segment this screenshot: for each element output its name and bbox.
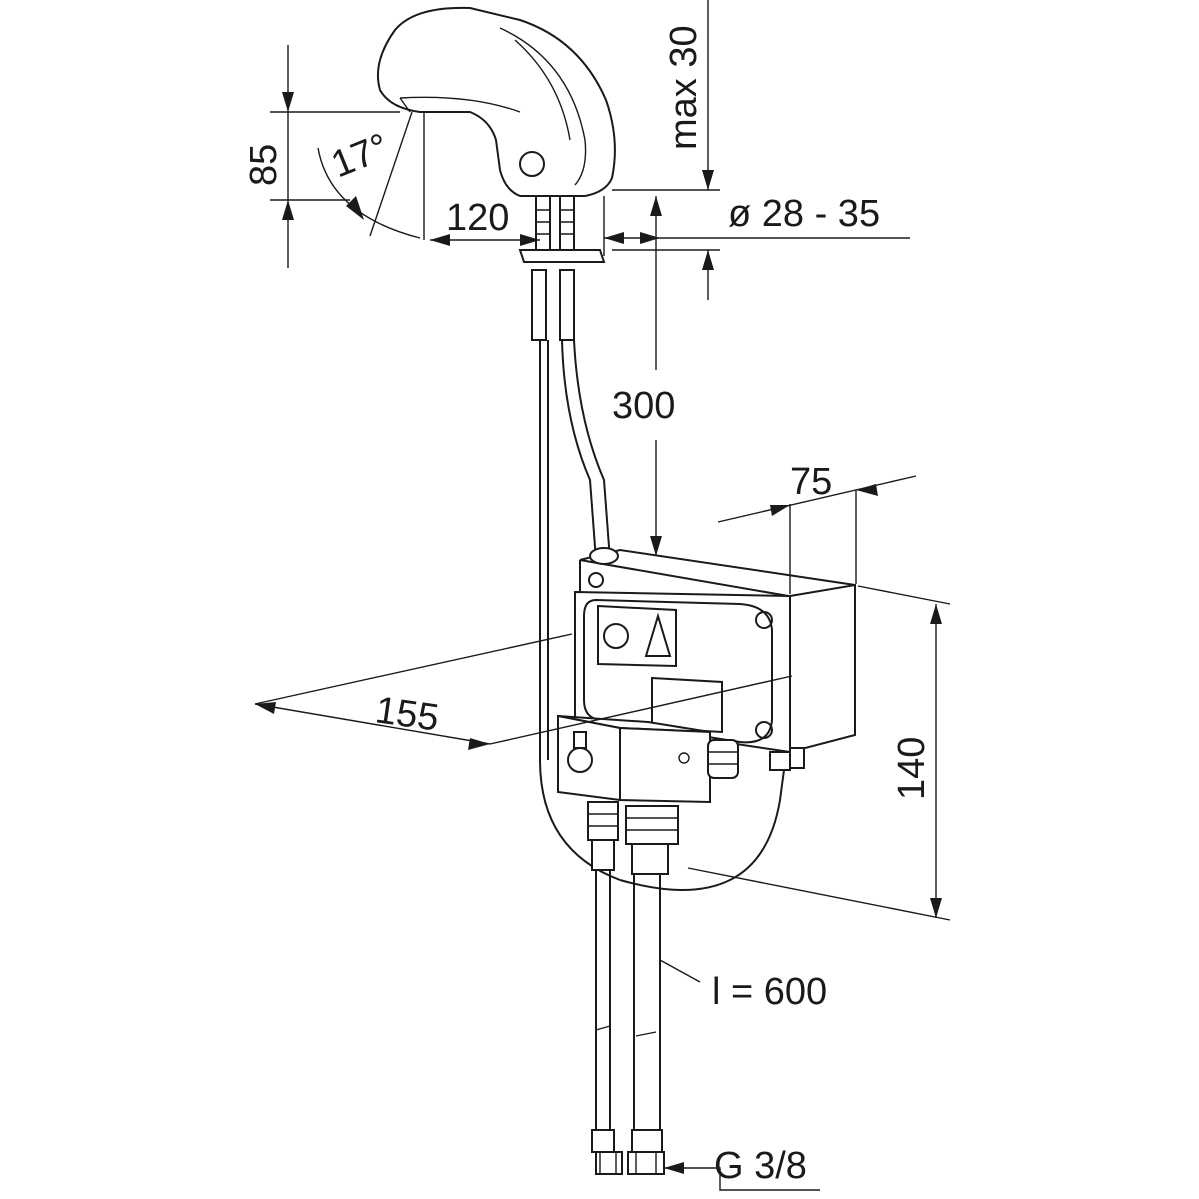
dim-max30-label: max 30: [663, 25, 705, 150]
control-box: [574, 547, 856, 771]
dim-diameter-label: ø 28 - 35: [728, 193, 880, 235]
circle-symbol-icon: [603, 623, 629, 649]
warning-triangle-icon: [644, 612, 672, 657]
dim-155-label: 155: [373, 689, 442, 739]
dim-300-label: 300: [612, 385, 675, 427]
dim-75-label: 75: [790, 461, 832, 503]
valve-block: [557, 714, 739, 804]
dim-angle-label: 17°: [326, 126, 395, 186]
mounting-studs: [518, 195, 606, 341]
dim-140-label: 140: [891, 737, 933, 800]
water-hoses: [587, 801, 679, 1175]
faucet-spout: [376, 6, 616, 197]
dim-hose-length-label: l = 600: [712, 971, 827, 1013]
cable-from-spout: [539, 339, 621, 881]
sensor-eye-icon: [519, 151, 545, 177]
dimension-lines: [254, 0, 951, 1191]
dim-thread-label: G 3/8: [714, 1145, 807, 1187]
dim-85-label: 85: [243, 144, 285, 186]
dim-120-label: 120: [446, 197, 509, 239]
